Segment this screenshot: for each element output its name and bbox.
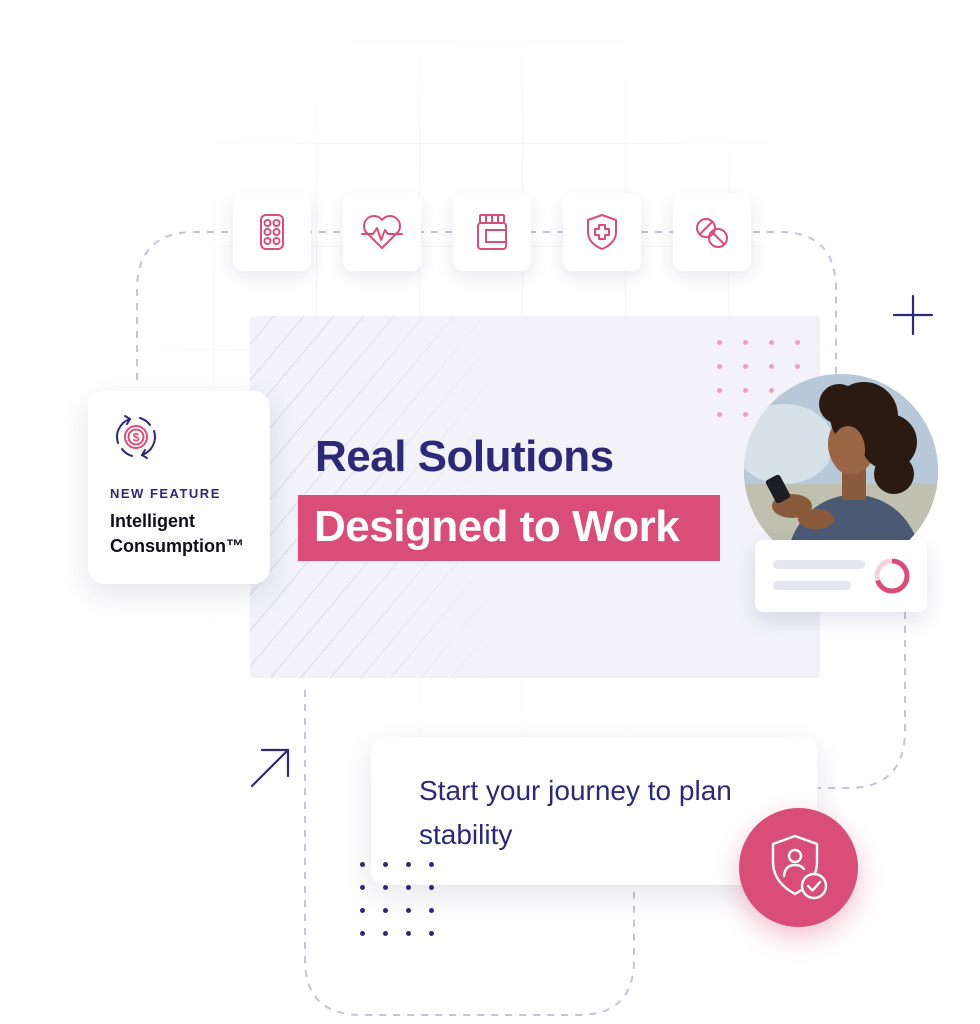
donut-progress-icon bbox=[874, 558, 910, 594]
feature-title: Intelligent Consumption™ bbox=[110, 511, 244, 556]
medicine-jar-icon bbox=[477, 214, 507, 250]
shield-person-check-icon bbox=[771, 834, 828, 900]
headline-line-2: Designed to Work bbox=[298, 495, 720, 561]
headline-line-1: Real Solutions bbox=[315, 432, 614, 481]
woman-with-phone-photo bbox=[744, 374, 938, 568]
stats-mini-card bbox=[755, 540, 927, 612]
heart-pulse-icon bbox=[361, 215, 403, 249]
tile-pill-blister[interactable] bbox=[233, 193, 311, 271]
photo-illustration bbox=[744, 374, 938, 568]
shield-cross-icon bbox=[587, 214, 617, 250]
tile-shield-cross[interactable] bbox=[563, 193, 641, 271]
shield-badge[interactable] bbox=[739, 808, 858, 927]
pills-icon bbox=[696, 218, 728, 248]
journey-text: Start your journey to plan stability bbox=[419, 775, 732, 850]
stats-bar-1 bbox=[773, 560, 865, 569]
feature-card[interactable]: $ NEW FEATURE Intelligent Consumption™ bbox=[88, 391, 270, 584]
feature-kicker: NEW FEATURE bbox=[110, 486, 221, 501]
plus-decoration bbox=[892, 294, 934, 336]
stats-bar-2 bbox=[773, 581, 851, 590]
navy-dot-pattern bbox=[360, 862, 452, 936]
pill-blister-icon bbox=[260, 214, 284, 250]
arrow-decoration bbox=[250, 748, 290, 788]
tile-medicine-jar[interactable] bbox=[453, 193, 531, 271]
svg-text:$: $ bbox=[133, 431, 140, 445]
tile-heart-pulse[interactable] bbox=[343, 193, 421, 271]
tile-pills[interactable] bbox=[673, 193, 751, 271]
dollar-cycle-icon: $ bbox=[116, 415, 156, 459]
journey-card[interactable]: Start your journey to plan stability bbox=[371, 737, 817, 885]
